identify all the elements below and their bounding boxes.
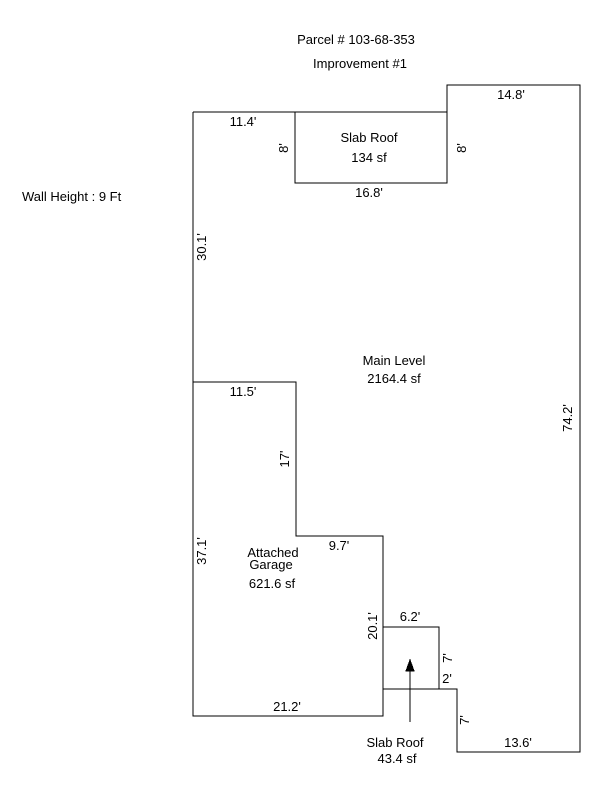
dim-notch-step: 2' [442,671,452,686]
dim-step1-side: 17' [277,451,292,468]
slab-roof-bottom-outline [383,626,440,689]
slab-roof-bottom-name: Slab Roof [366,735,423,750]
wall-height-note: Wall Height : 9 Ft [22,189,122,204]
parcel-number: Parcel # 103-68-353 [297,32,415,47]
dim-step1-top: 11.5' [230,384,257,399]
main-level-name: Main Level [363,353,426,368]
slab-roof-top-outline [294,112,448,184]
garage-name-line2: Garage [249,557,292,572]
dim-slab-bottom: 16.8' [355,185,383,200]
garage-area: 621.6 sf [249,576,296,591]
dim-step2-top: 9.7' [329,538,350,553]
dim-left-upper: 30.1' [194,233,209,261]
dim-right: 74.2' [560,404,575,432]
dim-slab-left: 8' [276,143,291,153]
main-level-area: 2164.4 sf [367,371,421,386]
dim-garage-bottom: 21.2' [273,699,301,714]
improvement-label: Improvement #1 [313,56,407,71]
slab-roof-top-area: 134 sf [351,150,387,165]
dim-garage-right: 20.1' [365,612,380,640]
dim-bottom-right: 13.6' [504,735,532,750]
main-level-outline [192,84,581,753]
dim-bottom-side: 7' [457,715,472,725]
dim-top-left: 11.4' [230,114,257,129]
garage-partition [193,381,384,716]
dim-garage-left: 37.1' [194,537,209,565]
garage-name-line1: Attached [247,545,298,560]
slab-roof-arrow-head [405,658,415,672]
slab-roof-top-name: Slab Roof [340,130,397,145]
dim-slab-right: 8' [454,143,469,153]
dim-notch-side: 7' [440,653,455,663]
dim-top-right: 14.8' [497,87,525,102]
slab-roof-bottom-area: 43.4 sf [377,751,416,766]
dim-notch-top: 6.2' [400,609,421,624]
